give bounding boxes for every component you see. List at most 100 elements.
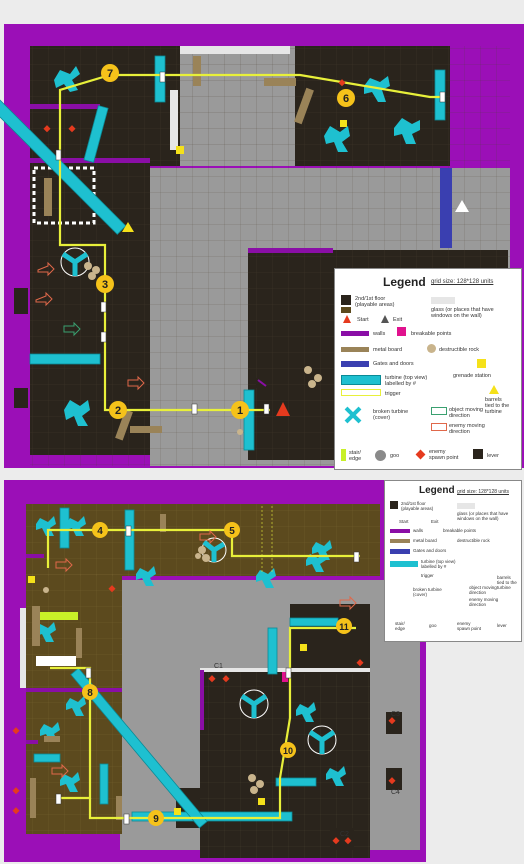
svg-text:9: 9 bbox=[153, 814, 159, 825]
direction-arrows bbox=[35, 261, 145, 391]
legend-metal-board: metal board bbox=[373, 347, 403, 353]
legend-broken-turbine: broken turbine (cover) bbox=[373, 409, 409, 421]
label-c1: C1 bbox=[214, 663, 223, 670]
y-turbine bbox=[201, 537, 337, 755]
legend-top: Legend grid size: 128*128 units 2nd/1st … bbox=[334, 268, 522, 470]
legend-grid-size: grid size: 128*128 units bbox=[431, 279, 494, 285]
svg-text:4: 4 bbox=[97, 526, 103, 537]
checkpoint-8: 8 bbox=[82, 684, 98, 700]
svg-text:8: 8 bbox=[87, 688, 93, 699]
legend-breakable-bottom: breakable points bbox=[443, 528, 477, 533]
exit-marker bbox=[455, 200, 469, 212]
legend-broken-bottom: broken turbine (cover) bbox=[413, 587, 442, 597]
legend-start-bottom: Start bbox=[399, 519, 409, 524]
checkpoint-3: 3 bbox=[96, 275, 114, 293]
bottom-map-canvas: C1 C2 C3 C4 4 5 8 9 10 11 bbox=[4, 480, 426, 862]
direction-arrows bbox=[51, 529, 357, 779]
checkpoint-9: 9 bbox=[148, 810, 164, 826]
legend-object-direction: object moving direction bbox=[449, 407, 483, 419]
trigger bbox=[55, 525, 360, 825]
legend-enemy-bottom: enemy moving direction bbox=[469, 597, 499, 607]
checkpoint-1: 1 bbox=[231, 401, 249, 419]
legend-barrels: barrels tied to the turbine bbox=[485, 397, 510, 415]
legend-glass: glass (or places that have windows on th… bbox=[431, 307, 494, 319]
legend-title: Legend bbox=[383, 275, 426, 289]
checkpoint-markers: 1 2 3 6 7 bbox=[96, 64, 355, 419]
legend-grenade: grenade station bbox=[453, 373, 491, 379]
svg-text:6: 6 bbox=[343, 93, 349, 105]
svg-text:7: 7 bbox=[107, 68, 113, 80]
stair-edge bbox=[40, 612, 78, 620]
legend-stair-bottom: stair/ edge bbox=[395, 621, 406, 631]
lever bbox=[256, 378, 267, 388]
wall bbox=[30, 104, 100, 109]
player-path bbox=[58, 73, 445, 412]
checkpoint-2: 2 bbox=[109, 401, 127, 419]
destructible-rock bbox=[84, 262, 322, 435]
checkpoint-5: 5 bbox=[224, 522, 240, 538]
legend-turbine: turbine (top view) labelled by # bbox=[385, 375, 428, 387]
svg-text:11: 11 bbox=[339, 622, 349, 632]
dashed-trigger-area bbox=[261, 506, 273, 574]
legend-walls-bottom: walls bbox=[413, 528, 424, 533]
legend-floor: 2nd/1st floor (playable areas) bbox=[355, 296, 395, 308]
label-c3: C3 bbox=[391, 711, 400, 718]
checkpoint-4: 4 bbox=[92, 522, 108, 538]
legend-stair: stair/ edge bbox=[349, 450, 362, 462]
legend-walls: walls bbox=[373, 331, 386, 337]
legend-floor-bottom: 2nd/1st floor (playable areas) bbox=[401, 501, 434, 511]
svg-text:10: 10 bbox=[283, 746, 293, 756]
legend-rock: destructible rock bbox=[439, 347, 480, 353]
legend-rock-bottom: destructible rock bbox=[457, 538, 490, 543]
legend-spawn-bottom: enemy spawn point bbox=[457, 621, 482, 631]
gate bbox=[440, 168, 452, 248]
checkpoint-6: 6 bbox=[337, 89, 355, 107]
legend-bottom: Legend grid size: 128*128 units 2nd/1st … bbox=[384, 480, 522, 642]
barrel-marker bbox=[122, 222, 134, 232]
checkpoint-11: 11 bbox=[336, 618, 352, 634]
legend-glass-bottom: glass (or places that have windows on th… bbox=[457, 511, 509, 521]
legend-gates-bottom: Gates and doors bbox=[413, 548, 447, 553]
bottom-level-map: C1 C2 C3 C4 4 5 8 9 10 11 Legend grid si… bbox=[0, 478, 524, 864]
legend-metal-bottom: metal board bbox=[413, 538, 437, 543]
legend-grid-size-bottom: grid size: 128*128 units bbox=[457, 489, 509, 495]
trigger bbox=[55, 71, 446, 415]
checkpoint-10: 10 bbox=[280, 742, 296, 758]
checkpoint-7: 7 bbox=[101, 64, 119, 82]
destructible-rock bbox=[43, 546, 264, 794]
top-level-map: 1 2 3 6 7 Legend grid size: 128*128 unit… bbox=[0, 6, 524, 470]
metal-board bbox=[30, 514, 166, 820]
svg-text:5: 5 bbox=[229, 526, 235, 537]
legend-gates: Gates and doors bbox=[373, 361, 414, 367]
zone-labels: C1 C2 C3 C4 bbox=[214, 663, 400, 838]
legend-trigger-bottom: trigger bbox=[421, 573, 434, 578]
legend-goo: goo bbox=[390, 453, 400, 459]
svg-text:3: 3 bbox=[102, 279, 108, 291]
grenade-station bbox=[28, 576, 35, 583]
turbine bbox=[33, 507, 339, 829]
legend-breakable: breakable points bbox=[411, 331, 452, 337]
legend-object-bottom: object moving direction bbox=[469, 585, 497, 595]
label-c4: C4 bbox=[391, 789, 400, 796]
legend-start: Start bbox=[357, 317, 369, 323]
checkpoint-markers: 4 5 8 9 10 11 bbox=[82, 522, 352, 826]
label-c2: C2 bbox=[340, 831, 349, 838]
legend-barrels-bottom: barrels tied to the turbine bbox=[497, 575, 517, 590]
svg-text:1: 1 bbox=[237, 405, 243, 417]
svg-text:2: 2 bbox=[115, 405, 121, 417]
metal-board bbox=[44, 178, 52, 216]
glass-wall bbox=[180, 46, 290, 54]
legend-spawn: enemy spawn point bbox=[429, 449, 459, 461]
legend-enemy-direction: enemy moving direction bbox=[449, 423, 485, 435]
legend-turbine-bottom: turbine (top view) labelled by # bbox=[421, 559, 456, 569]
start-marker bbox=[276, 402, 290, 416]
legend-exit-bottom: Exit bbox=[431, 519, 439, 524]
y-turbine bbox=[60, 247, 90, 277]
legend-goo-bottom: goo bbox=[429, 623, 437, 628]
legend-trigger: trigger bbox=[385, 391, 401, 397]
grenade-station bbox=[176, 146, 184, 154]
legend-lever-bottom: lever bbox=[497, 623, 507, 628]
glass-wall bbox=[200, 668, 370, 672]
legend-exit: Exit bbox=[393, 317, 403, 323]
legend-title-bottom: Legend bbox=[419, 485, 455, 496]
